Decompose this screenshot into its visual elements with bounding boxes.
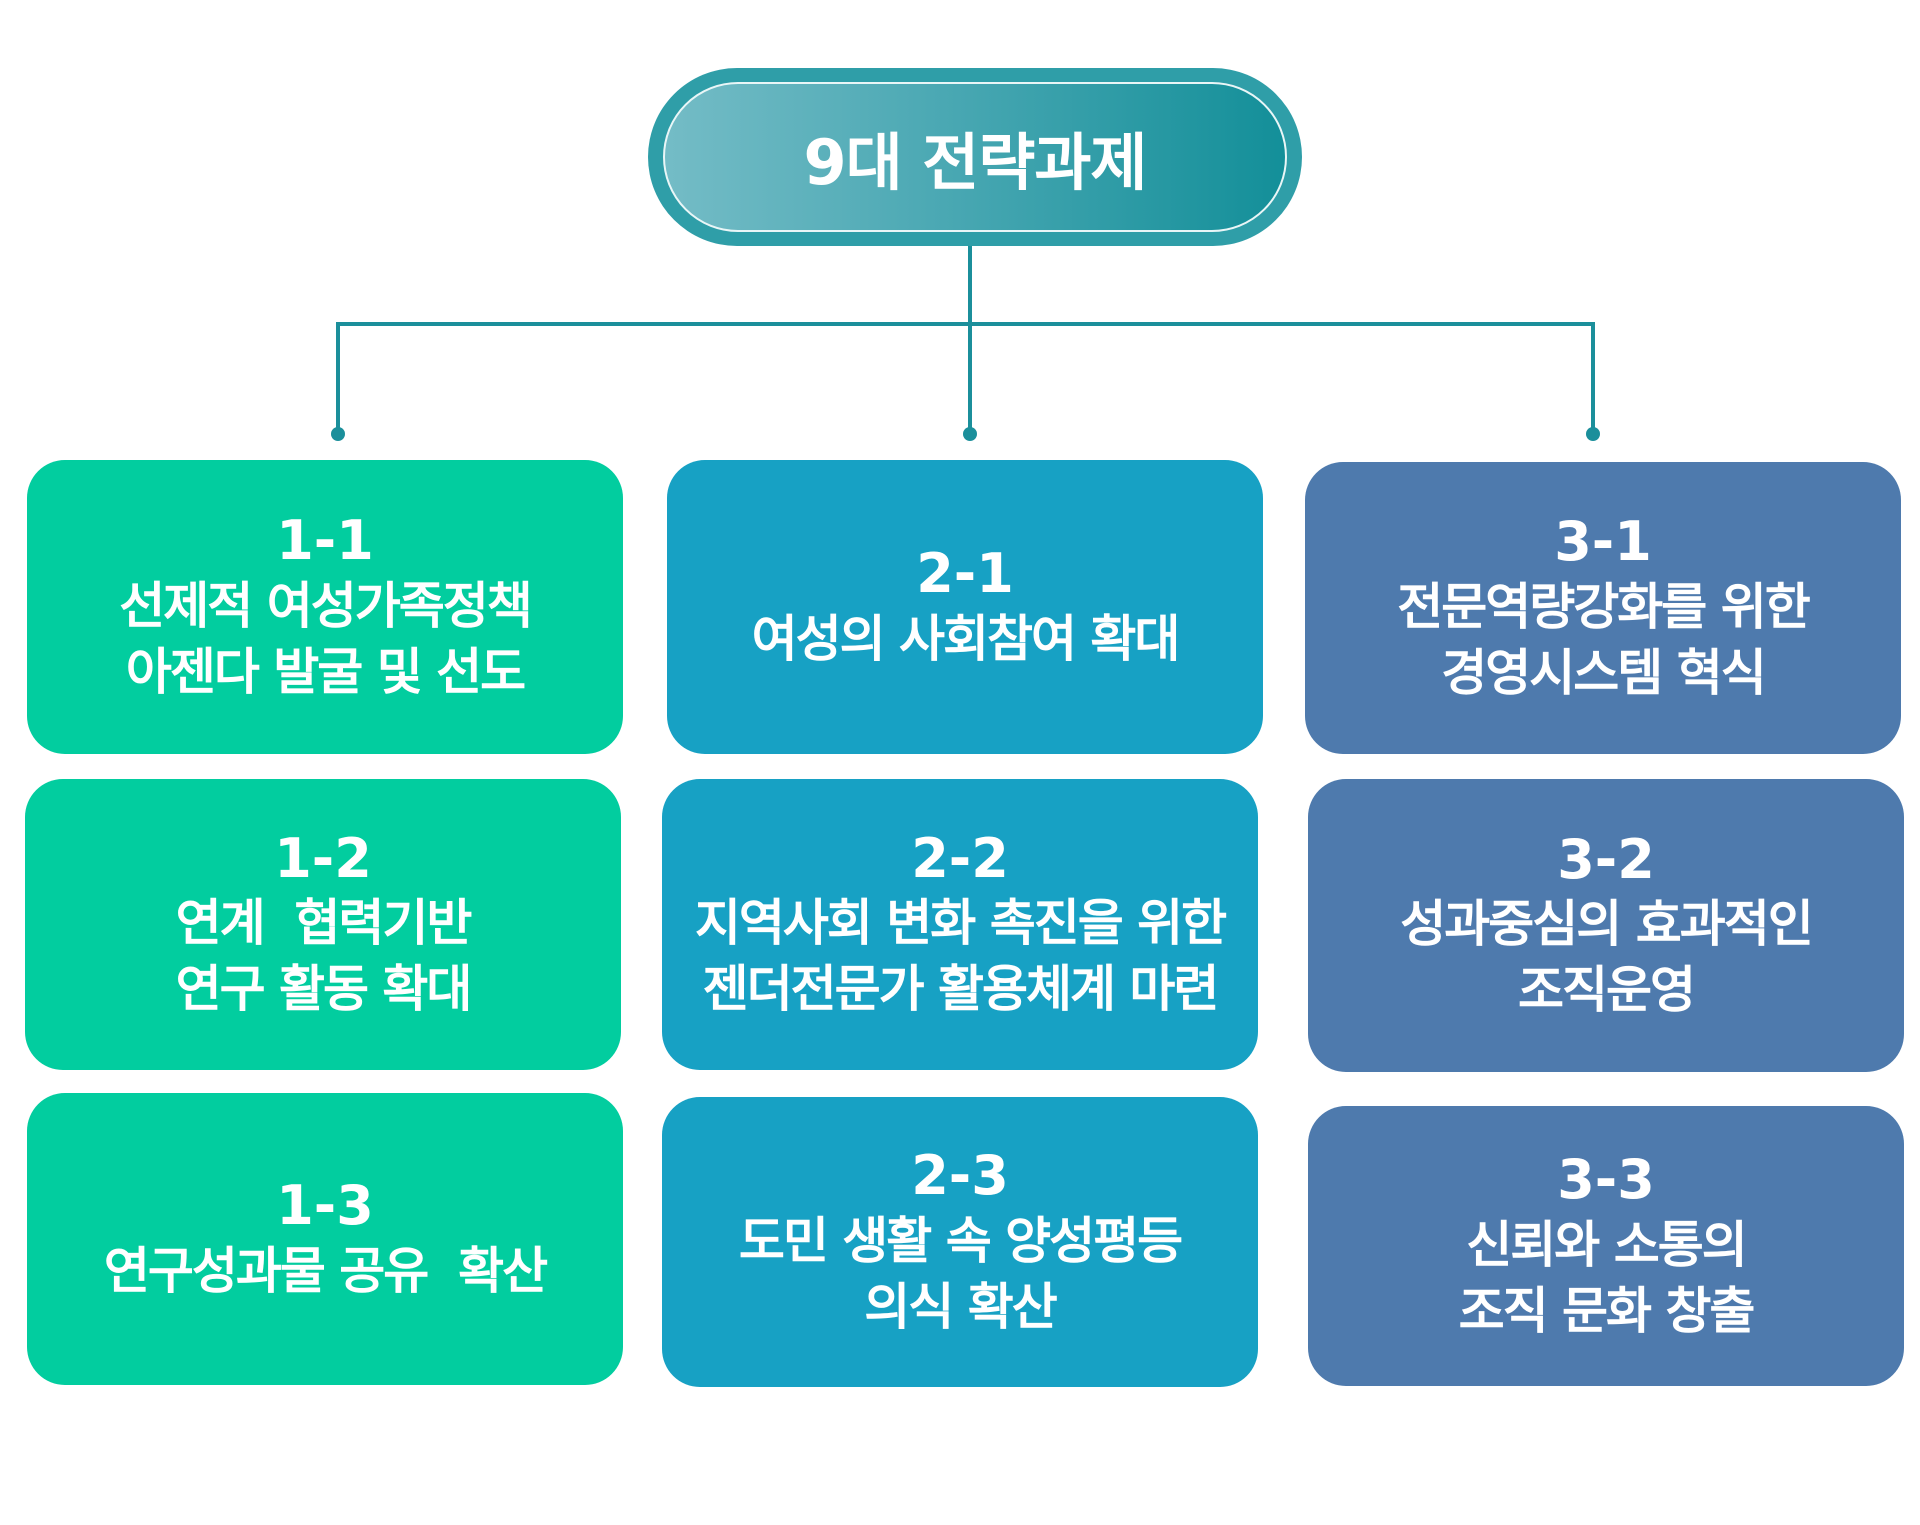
task-number: 2-3: [911, 1144, 1009, 1208]
task-line: 도민 생활 속 양성평등: [738, 1211, 1183, 1270]
task-box-3-2: 3-2 성과중심의 효과적인 조직운영: [1308, 779, 1904, 1072]
task-number: 2-2: [911, 826, 1009, 890]
task-line: 경영시스템 혁식: [1441, 643, 1766, 702]
task-box-1-3: 1-3 연구성과물 공유 확산: [27, 1093, 623, 1385]
title-pill: 9대 전략과제: [648, 68, 1302, 246]
title-pill-inner: 9대 전략과제: [663, 82, 1287, 232]
branch-dot-1: [331, 427, 345, 441]
task-box-3-1: 3-1 전문역량강화를 위한 경영시스템 혁식: [1305, 462, 1901, 754]
task-line: 성과중심의 효과적인: [1400, 895, 1813, 954]
task-number: 3-1: [1554, 510, 1652, 574]
task-line: 전문역량강화를 위한: [1397, 577, 1810, 636]
task-line: 연구성과물 공유 확산: [103, 1241, 548, 1300]
task-number: 1-2: [274, 826, 372, 890]
task-line: 조직운영: [1518, 961, 1696, 1020]
task-box-1-1: 1-1 선제적 여성가족정책 아젠다 발굴 및 선도: [27, 460, 623, 754]
task-box-2-1: 2-1 여성의 사회참여 확대: [667, 460, 1263, 754]
task-number: 2-1: [916, 542, 1014, 606]
branch-dot-3: [1586, 427, 1600, 441]
task-line: 젠더전문가 활용체계 마련: [702, 960, 1220, 1019]
task-number: 3-2: [1557, 827, 1655, 891]
task-line: 조직 문화 창출: [1458, 1281, 1756, 1340]
task-line: 선제적 여성가족정책: [119, 576, 532, 635]
diagram-title: 9대 전략과제: [803, 126, 1148, 199]
task-box-3-3: 3-3 신뢰와 소통의 조직 문화 창출: [1308, 1106, 1904, 1386]
task-line: 아젠다 발굴 및 선도: [125, 642, 526, 701]
task-box-1-2: 1-2 연계 협력기반 연구 활동 확대: [25, 779, 621, 1070]
task-line: 의식 확산: [864, 1277, 1057, 1336]
branch-dot-2: [963, 427, 977, 441]
task-box-2-2: 2-2 지역사회 변화 촉진을 위한 젠더전문가 활용체계 마련: [662, 779, 1258, 1070]
task-number: 3-3: [1557, 1148, 1655, 1212]
task-line: 연구 활동 확대: [175, 960, 473, 1019]
branch-line: [336, 322, 1595, 434]
task-box-2-3: 2-3 도민 생활 속 양성평등 의식 확산: [662, 1097, 1258, 1387]
task-line: 여성의 사회참여 확대: [751, 609, 1181, 668]
task-line: 연계 협력기반: [175, 894, 473, 953]
task-number: 1-3: [276, 1174, 374, 1238]
task-line: 신뢰와 소통의: [1466, 1215, 1747, 1274]
task-line: 지역사회 변화 촉진을 위한: [694, 894, 1227, 953]
task-number: 1-1: [276, 509, 374, 573]
